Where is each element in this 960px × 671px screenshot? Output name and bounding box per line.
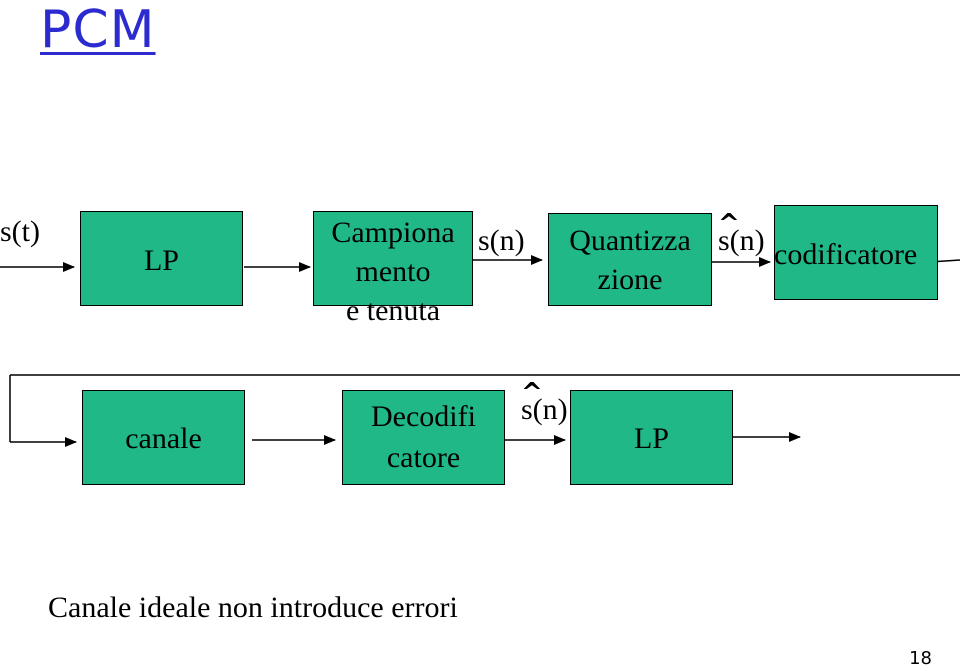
- channel-block: [82, 390, 245, 485]
- channel-label: canale: [125, 422, 202, 455]
- input-signal-label: s(t): [0, 215, 40, 248]
- sampling-block: [313, 211, 473, 306]
- lp-filter-label-row2: LP: [633, 422, 669, 455]
- sn-hat-label-row2: s(n): [521, 393, 568, 426]
- quantizer-label-line-1: Quantizza: [569, 224, 691, 257]
- sn-label: s(n): [478, 224, 525, 257]
- hat-icon: ^: [521, 378, 543, 408]
- page-title: PCM: [40, 0, 156, 60]
- sampling-label-line-2: mento: [355, 255, 431, 288]
- coder-label: codificatore: [774, 238, 918, 271]
- decoder-label-line-1: Decodifi: [371, 400, 476, 433]
- quantizer-block: [548, 213, 712, 306]
- decoder-block: [342, 390, 505, 485]
- coder-block: [774, 205, 938, 300]
- lp-filter-block-row2: [570, 390, 733, 485]
- sn-hat-label: s(n): [718, 224, 765, 257]
- lp-filter-label: LP: [143, 244, 179, 277]
- page-number: 18: [909, 648, 932, 669]
- quantizer-label-line-2: zione: [597, 263, 663, 296]
- hat-icon: ^: [718, 209, 740, 239]
- caption: Canale ideale non introduce errori: [48, 591, 458, 624]
- sampling-label-line-1: Campiona: [331, 216, 455, 249]
- decoder-label-line-2: catore: [386, 441, 461, 474]
- sampling-label-line-3: e tenuta: [345, 294, 441, 327]
- lp-filter-block: [80, 211, 243, 306]
